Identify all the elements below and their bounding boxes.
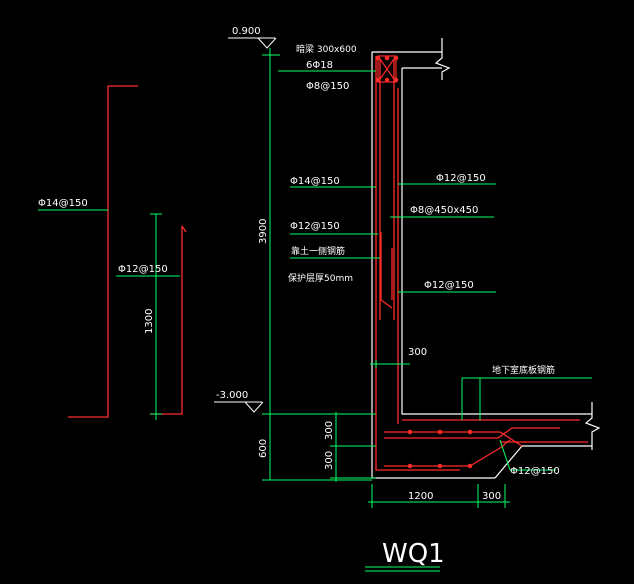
lap-bar-earth [380, 232, 393, 309]
elevation-markers [214, 37, 277, 413]
concrete-outline [371, 38, 601, 479]
label-footing-bars: Φ12@150 [510, 466, 560, 477]
label-horiz: Φ12@150 [290, 221, 340, 232]
dimension-lines [38, 48, 592, 572]
dim-footing-depth: 600 [258, 439, 269, 458]
dim-footing-toe: 300 [482, 491, 501, 502]
slab-break-line [584, 402, 601, 450]
label-tie: Φ8@450x450 [410, 205, 478, 216]
label-inner-horiz: Φ12@150 [424, 280, 474, 291]
dim-wall-thick: 300 [408, 347, 427, 358]
side-label-inner: Φ12@150 [118, 264, 168, 275]
label-top-bars: 6Φ18 [306, 60, 333, 71]
footing-mid-bar [384, 427, 560, 439]
dim-wall-height: 3900 [258, 219, 269, 244]
left-detail-inner-hook [181, 225, 187, 233]
dim-lap-length: 1300 [144, 309, 155, 334]
dim-footing-lower: 300 [324, 451, 335, 470]
label-stirrup: Φ8@150 [306, 81, 349, 92]
label-slab-bars: 地下室底板钢筋 [492, 364, 555, 376]
label-outer-vert: Φ14@150 [290, 176, 340, 187]
top-break-line [434, 38, 451, 80]
footing-bottom-bar [384, 439, 511, 467]
dim-footing-width: 1200 [408, 491, 433, 502]
drawing-title: WQ1 [382, 539, 445, 569]
footing-top-bar [384, 431, 523, 447]
label-inner-vert: Φ12@150 [436, 173, 486, 184]
label-beam: 暗梁 300x600 [296, 43, 357, 55]
left-detail-outer [68, 85, 138, 418]
elevation-bottom: -3.000 [216, 390, 248, 401]
label-cover: 保护层厚50mm [288, 272, 353, 284]
dim-footing-upper: 300 [324, 421, 335, 440]
label-earth-side: 靠土一侧钢筋 [291, 245, 345, 257]
wall-inner-face [401, 68, 592, 415]
side-label-outer: Φ14@150 [38, 198, 88, 209]
outer-vertical-bar [375, 56, 460, 471]
rebar [68, 55, 588, 471]
elevation-top: 0.900 [232, 26, 261, 37]
